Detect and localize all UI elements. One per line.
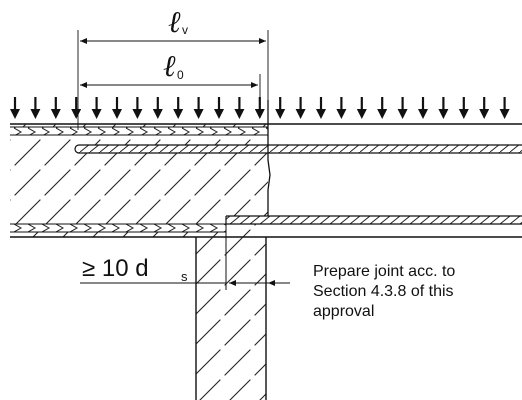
joint-note: Prepare joint acc. to Section 4.3.8 of t…: [313, 262, 518, 322]
load-arrow: [499, 97, 510, 119]
load-arrow: [173, 97, 184, 119]
load-arrow: [50, 97, 61, 119]
load-arrow: [71, 97, 82, 119]
load-arrow: [91, 97, 102, 119]
load-arrow: [132, 97, 143, 119]
load-arrow: [152, 97, 163, 119]
load-arrow: [479, 97, 490, 119]
load-arrow: [316, 97, 326, 119]
min-length-label: ≥ 10 d: [82, 255, 149, 282]
load-arrow: [214, 97, 224, 119]
load-arrow: [336, 97, 347, 119]
load-arrow: [356, 97, 367, 119]
min-length-subscript: s: [181, 269, 188, 284]
slab-hatched-section: [10, 124, 268, 237]
load-arrow: [112, 97, 122, 119]
distributed-load-arrows: [10, 97, 510, 119]
dimension-min-anchorage: ≥ 10 d s: [80, 255, 290, 286]
l0-subscript: 0: [177, 68, 184, 82]
note-line-2: Section 4.3.8 of this: [313, 283, 454, 300]
load-arrow: [295, 97, 306, 119]
load-arrow: [418, 97, 428, 119]
load-arrow: [30, 97, 41, 119]
load-arrow: [193, 97, 204, 119]
load-arrow: [254, 97, 265, 119]
support-wall: [196, 237, 266, 400]
load-arrow: [10, 97, 20, 119]
load-arrow: [458, 97, 469, 119]
load-arrow: [234, 97, 245, 119]
dimension-l0: ℓ 0: [80, 50, 261, 100]
note-line-1: Prepare joint acc. to: [313, 263, 456, 280]
load-arrow: [397, 97, 408, 119]
dimension-lv: ℓ v: [77, 6, 269, 130]
load-arrow: [377, 97, 388, 119]
load-arrow: [438, 97, 449, 119]
lv-subscript: v: [182, 23, 188, 37]
l0-symbol: ℓ: [163, 50, 176, 83]
lv-symbol: ℓ: [168, 6, 181, 39]
note-line-3: approval: [313, 303, 375, 320]
slab-joint-line: [267, 100, 271, 216]
load-arrow: [275, 97, 286, 119]
